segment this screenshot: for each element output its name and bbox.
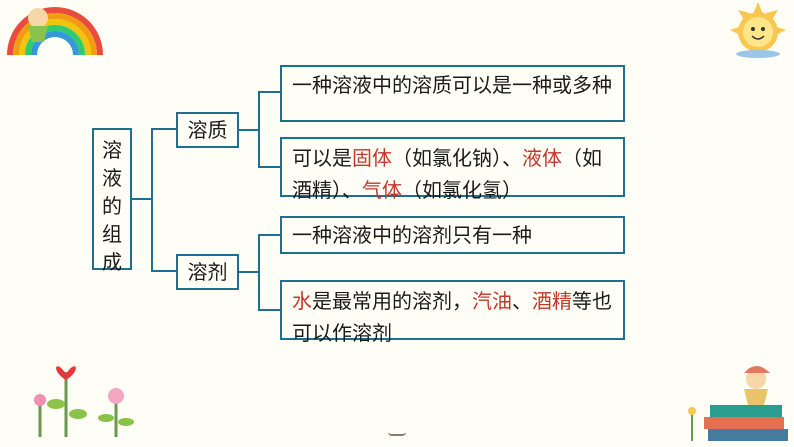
item-text: 是最常用的溶剂，	[312, 289, 472, 313]
connector	[151, 270, 176, 272]
bottom-mark	[388, 428, 406, 436]
root-node: 溶 液 的 组 成	[92, 128, 132, 274]
item-text: （如氯化氢）	[402, 178, 522, 202]
item-text: （如酒精）、	[292, 146, 602, 202]
connector	[239, 129, 259, 131]
solute-item-1: 一种溶液中的溶质可以是一种或多种	[280, 65, 625, 122]
highlight-text: 固体	[352, 146, 392, 170]
connector	[151, 128, 176, 130]
connector	[258, 309, 280, 311]
sun-icon	[730, 2, 786, 58]
flower-icon	[34, 366, 134, 437]
branch-solute: 溶质	[176, 112, 239, 148]
solvent-item-2: 水是最常用的溶剂，汽油、酒精等也可以作溶剂	[280, 280, 625, 345]
root-char: 的	[102, 194, 122, 218]
connector	[239, 271, 259, 273]
branch-label: 溶剂	[187, 260, 228, 284]
connector	[258, 234, 280, 236]
connector	[132, 198, 152, 200]
connector	[258, 234, 260, 311]
root-char: 液	[102, 166, 122, 190]
connector	[151, 128, 153, 271]
girl-on-books-icon	[688, 366, 788, 441]
highlight-text: 酒精	[532, 289, 572, 313]
item-text: 、	[512, 289, 532, 313]
item-text: 一种溶液中的溶剂只有一种	[292, 223, 532, 247]
connector	[258, 91, 260, 168]
branch-label: 溶质	[187, 118, 228, 142]
connector	[258, 166, 280, 168]
item-text: 等也可以作溶剂	[292, 289, 612, 345]
item-text: （如氯化钠）、	[392, 146, 522, 170]
item-text: 可以是	[292, 146, 352, 170]
connector	[258, 91, 280, 93]
root-char: 溶	[102, 138, 122, 162]
item-text: 一种溶液中的溶质可以是一种或多种	[292, 73, 612, 97]
highlight-text: 气体	[362, 178, 402, 202]
highlight-text: 汽油	[472, 289, 512, 313]
root-char: 成	[102, 250, 122, 274]
root-char: 组	[102, 222, 122, 246]
solvent-item-1: 一种溶液中的溶剂只有一种	[280, 216, 625, 254]
highlight-text: 液体	[522, 146, 562, 170]
solute-item-2: 可以是固体（如氯化钠）、液体（如酒精）、气体（如氯化氢）	[280, 137, 625, 202]
highlight-text: 水	[292, 289, 312, 313]
branch-solvent: 溶剂	[176, 254, 239, 290]
rainbow-icon	[7, 7, 103, 56]
